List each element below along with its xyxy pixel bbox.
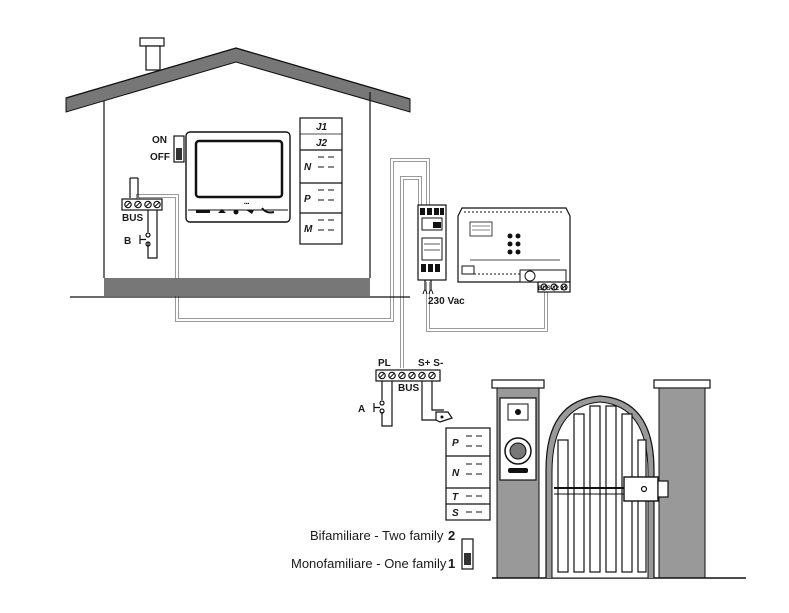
call-button[interactable] — [508, 468, 528, 473]
door-station — [499, 397, 537, 481]
switch-off-label: OFF — [150, 152, 170, 163]
control-unit-terminal-labels: BUS 12 11 — [538, 286, 568, 292]
config-row-p: P — [304, 194, 311, 205]
config-row-j1: J1 — [316, 122, 328, 133]
entrance-config-s: S — [452, 508, 459, 519]
monitor-light-icon — [233, 209, 239, 215]
monitor-door-icon — [246, 210, 254, 214]
monitor-handset-icon — [261, 207, 275, 214]
control-unit-terminals — [537, 281, 571, 293]
entrance-bus-label: BUS — [398, 383, 419, 394]
bus-wires — [136, 158, 548, 368]
power-supply-module — [417, 204, 447, 295]
entrance-s-label: S+ S- — [418, 358, 443, 369]
control-unit — [457, 207, 571, 283]
switch-on-label: ON — [152, 135, 167, 146]
camera-icon — [515, 409, 521, 415]
entrance-config-t: T — [452, 492, 459, 503]
entrance-terminal-block — [373, 369, 453, 427]
family-selector-switch[interactable] — [461, 538, 474, 570]
house-bus-label: BUS — [122, 213, 143, 224]
entrance-config-n: N — [452, 468, 460, 479]
one-family-label: Monofamiliare - One family — [291, 556, 447, 571]
monitor-key-icon — [218, 209, 226, 213]
house-floor — [104, 278, 370, 296]
button-b-label: B — [124, 236, 131, 247]
one-family-number: 1 — [448, 556, 455, 571]
monitor-screen — [194, 139, 284, 199]
house — [65, 37, 411, 298]
two-family-number: 2 — [448, 528, 455, 543]
gate — [545, 395, 669, 579]
voltage-label: 230 Vac — [428, 296, 465, 307]
chimney — [139, 37, 165, 47]
entrance-configurator-panel — [445, 427, 491, 521]
entrance-pl-label: PL — [378, 358, 391, 369]
button-a-label: A — [358, 404, 365, 415]
house-configurator-panel — [299, 117, 343, 245]
on-off-switch[interactable] — [173, 135, 185, 163]
video-monitor[interactable]: ▪▪▪ — [185, 131, 291, 223]
door-lock-icon — [435, 411, 453, 423]
svg-text:▪▪▪: ▪▪▪ — [244, 201, 250, 207]
entrance-config-p: P — [452, 438, 459, 449]
two-family-label: Bifamiliare - Two family — [310, 528, 444, 543]
house-roof — [65, 47, 411, 113]
config-row-m: M — [304, 224, 313, 235]
house-bus-terminal — [121, 177, 163, 259]
config-row-j2: J2 — [316, 138, 328, 149]
config-row-n: N — [304, 162, 312, 173]
